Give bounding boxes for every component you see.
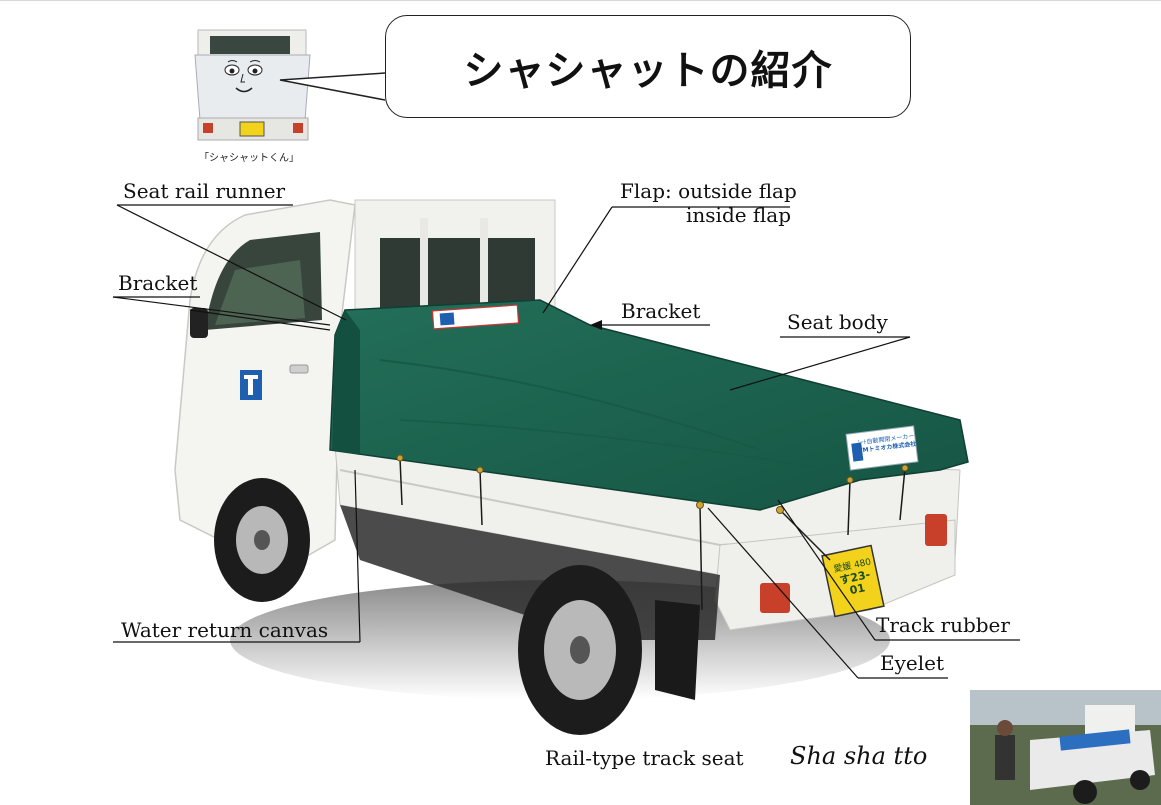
product-type-caption: Rail-type track seat: [545, 746, 744, 770]
photo-thumbnail: [970, 690, 1161, 805]
speech-pointer: [279, 72, 386, 101]
page-title: シャシャットの紹介: [463, 47, 833, 94]
license-plate: [821, 544, 885, 618]
label-track-rubber: Track rubber: [876, 613, 1010, 637]
product-name-caption: Sha sha tto: [790, 742, 928, 770]
label-water-return-canvas: Water return canvas: [121, 618, 329, 642]
label-flap-line2: inside flap: [686, 203, 791, 227]
front-wheel: [214, 478, 310, 602]
rear-wheel: [518, 565, 642, 735]
label-bracket-left: Bracket: [118, 271, 198, 295]
track-rubber-cords: [399, 457, 906, 611]
label-eyelet: Eyelet: [880, 651, 945, 675]
rear-window: [380, 238, 535, 308]
label-flap-line1: Flap: outside flap: [620, 179, 797, 203]
title-callout: シャシャットの紹介: [385, 15, 911, 118]
eyelets: [396, 454, 909, 514]
bracket-arrowhead: [590, 320, 602, 330]
side-mirror: [190, 308, 208, 338]
mascot-truck-illustration: [194, 29, 311, 141]
tarp-sign-panel: [845, 425, 919, 471]
label-bracket-right: Bracket: [621, 299, 701, 323]
mascot-caption: 「シャシャットくん」: [199, 153, 299, 164]
label-seat-body: Seat body: [787, 310, 888, 334]
front-flap: [332, 310, 360, 455]
tarp-sticker: [431, 304, 520, 330]
tail-light-right: [925, 514, 947, 546]
mud-flap: [655, 600, 700, 700]
label-seat-rail-runner: Seat rail runner: [123, 179, 286, 203]
seat-body-tarp: [329, 299, 969, 511]
top-divider: [0, 0, 1161, 1]
tail-light-left: [760, 583, 790, 613]
leader-lines: [112, 204, 1020, 679]
